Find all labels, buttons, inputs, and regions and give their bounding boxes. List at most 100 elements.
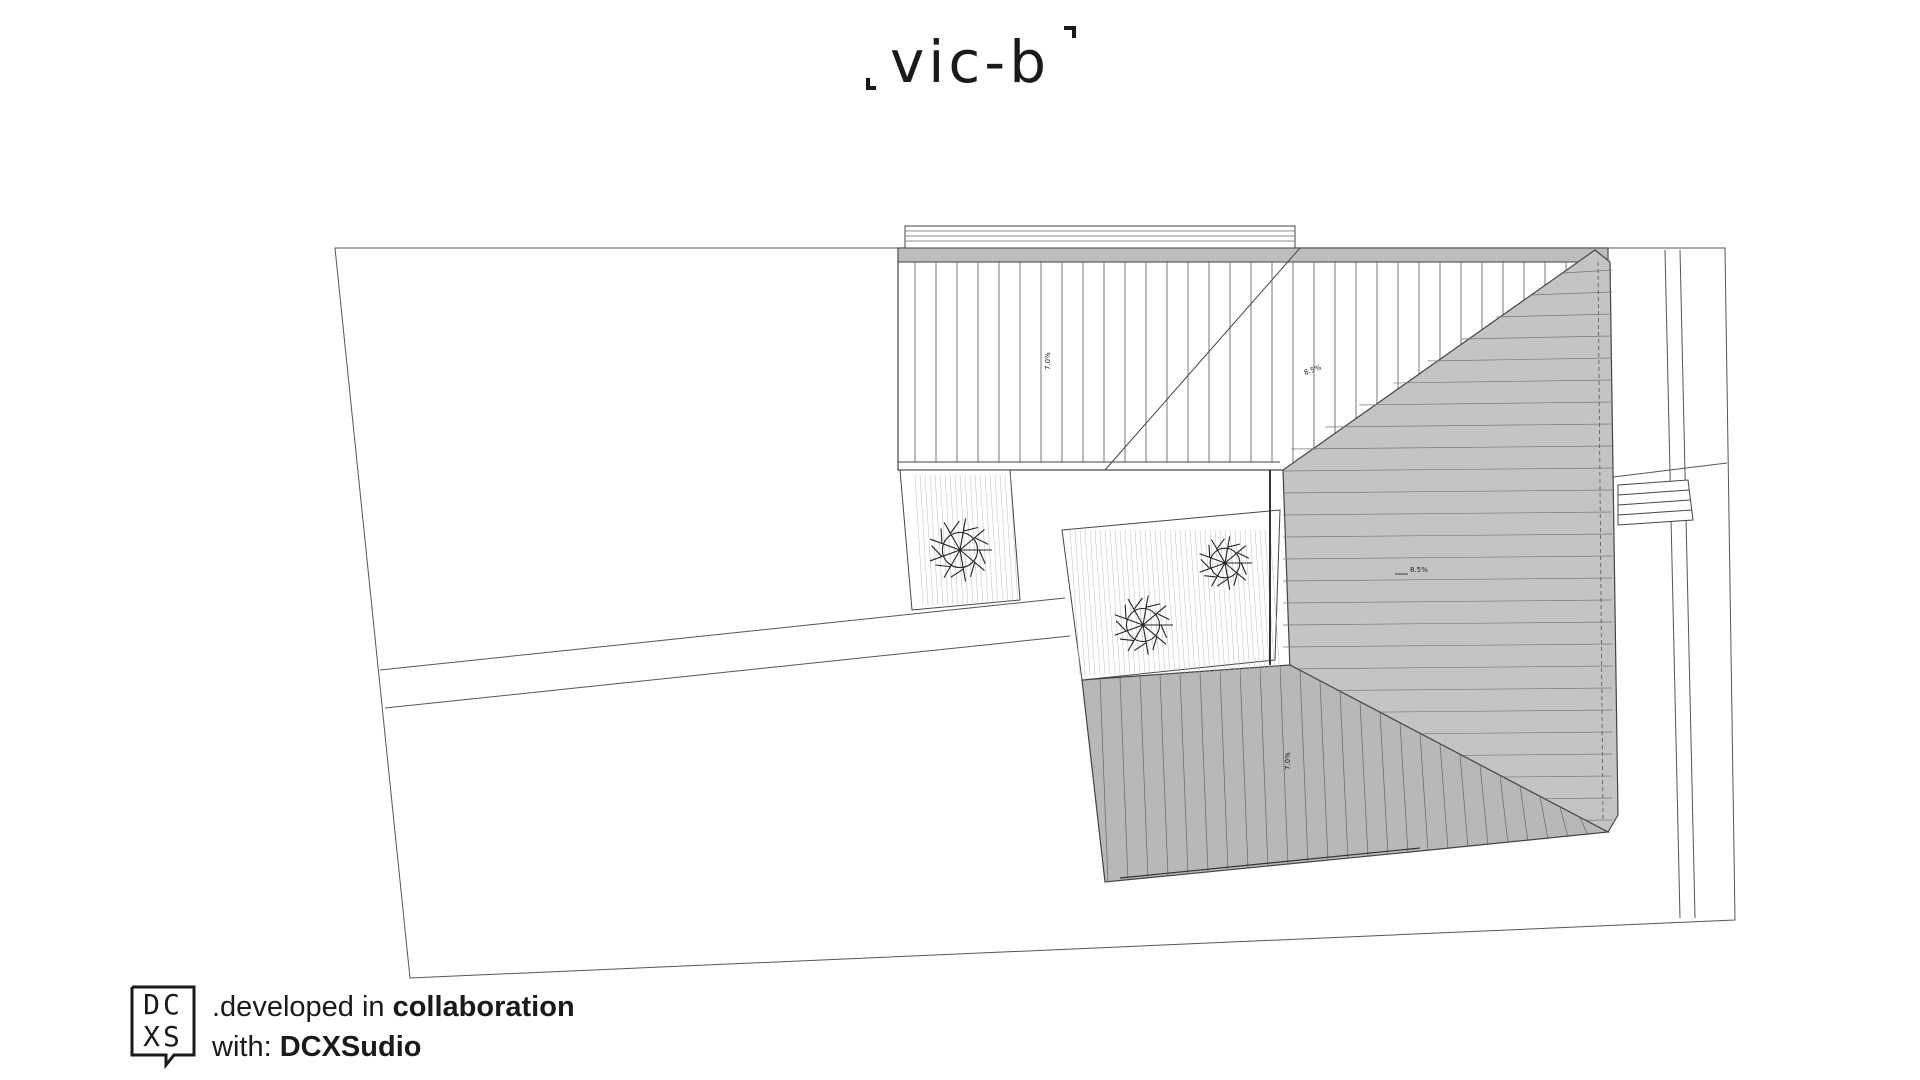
tree-twig [1233, 573, 1238, 586]
tree-twig [1160, 624, 1168, 639]
roof-rib [1282, 511, 1613, 516]
tree-twig [1240, 562, 1247, 575]
deck-line [1164, 529, 1176, 676]
tree-branch [1127, 598, 1144, 626]
roof-rib [1282, 665, 1613, 670]
roof-rib [1359, 401, 1613, 406]
tree-twig [1204, 575, 1217, 578]
tree-branch [943, 522, 961, 551]
slope-label-south: 7.0% [1284, 752, 1292, 770]
deck-line [1074, 529, 1086, 676]
deck-line [1114, 529, 1126, 676]
roof-rib [1282, 555, 1613, 560]
roof-rib [1539, 796, 1549, 840]
roof-rib [1282, 489, 1613, 494]
tree-twig [1119, 638, 1135, 642]
deck-line [1109, 529, 1121, 676]
roof-rib [1239, 668, 1249, 869]
tree-branch [1224, 562, 1231, 590]
roof-rib [1479, 764, 1489, 846]
roof-rib [1559, 806, 1569, 838]
deck-line [1169, 529, 1181, 676]
roof-rib [1159, 674, 1169, 877]
deck-line [984, 474, 994, 606]
tree-branch [1114, 614, 1144, 626]
roof-rib [1325, 423, 1613, 428]
roof-rib [1563, 269, 1613, 274]
roof-rib [1495, 313, 1613, 318]
tree-branch [1114, 624, 1144, 636]
tree-twig [1145, 603, 1160, 608]
credit-line-1: .developed in collaboration [212, 987, 575, 1027]
deck-line [1244, 529, 1256, 676]
roof-rib [1282, 621, 1613, 626]
tree-twig [978, 549, 986, 565]
deck-line [1259, 529, 1271, 676]
roof-rib [1461, 335, 1613, 340]
deck-line [989, 474, 999, 606]
roof-rib [1282, 533, 1613, 538]
credit-line-2-prefix: with: [212, 1031, 280, 1063]
tree-twig [1133, 597, 1143, 610]
deck-line [1089, 529, 1101, 676]
tree-branch [1142, 624, 1149, 655]
dcxs-logo-badge [130, 985, 196, 1070]
roof-rib [1282, 467, 1613, 472]
street-line-top [379, 597, 1066, 671]
tree-twig [1152, 636, 1158, 651]
deck-line [1159, 529, 1171, 676]
deck-line [1079, 529, 1091, 676]
credit-text: .developed in collaboration with: DCXSud… [212, 987, 575, 1067]
roof-rib [1119, 677, 1129, 881]
deck-line [994, 474, 1004, 606]
deck-line [1139, 529, 1151, 676]
roof-rib [1579, 817, 1589, 836]
tree-twig [1115, 620, 1127, 632]
tree-twig [940, 528, 943, 544]
roof-rib [1282, 577, 1613, 582]
credit-line-2: with: DCXSudio [212, 1027, 575, 1067]
tree-twig [950, 568, 964, 578]
deck-line [954, 474, 964, 606]
logo-bracket-marks [866, 26, 1076, 90]
deck-line [1144, 529, 1156, 676]
deck-line [1104, 529, 1116, 676]
roof-rib [1219, 670, 1229, 871]
slope-label-east: 8.5% [1410, 566, 1428, 574]
tree-branch [943, 549, 961, 578]
deck-line [1254, 529, 1266, 676]
deck-line [939, 474, 949, 606]
deck-line [1204, 529, 1216, 676]
east-steps [1617, 479, 1694, 526]
roof-rib [1259, 667, 1269, 867]
deck-line [914, 474, 924, 606]
tree-branch [959, 549, 985, 571]
dcxs-line-1: DC [143, 988, 183, 1021]
deck-line [1179, 529, 1191, 676]
deck-line [1009, 474, 1019, 606]
trees [929, 518, 1252, 655]
roof-rib [1099, 678, 1109, 883]
slope-label-north-left: 7.0% [1044, 352, 1052, 370]
tree-twig [963, 526, 979, 532]
dcxs-line-2: XS [143, 1020, 183, 1053]
roof-rib [1299, 670, 1309, 863]
deck-line [1154, 529, 1166, 676]
roof-rib [1282, 599, 1613, 604]
roof-rib [1519, 785, 1529, 842]
roof-rib [1139, 675, 1149, 879]
dcxs-logo-letters: DC XS [134, 989, 192, 1053]
tree-twig [1216, 538, 1225, 550]
deck-line [964, 474, 974, 606]
roof-rib [1279, 666, 1289, 865]
deck-line [944, 474, 954, 606]
deck-line [1134, 529, 1146, 676]
deck-line [1129, 529, 1141, 676]
deck-line [979, 474, 989, 606]
tree-twig [974, 537, 989, 545]
tree-branch [1142, 595, 1149, 626]
tree-branch [1142, 605, 1167, 626]
roof-rib [1427, 357, 1613, 362]
east-plot-line [1664, 249, 1681, 919]
